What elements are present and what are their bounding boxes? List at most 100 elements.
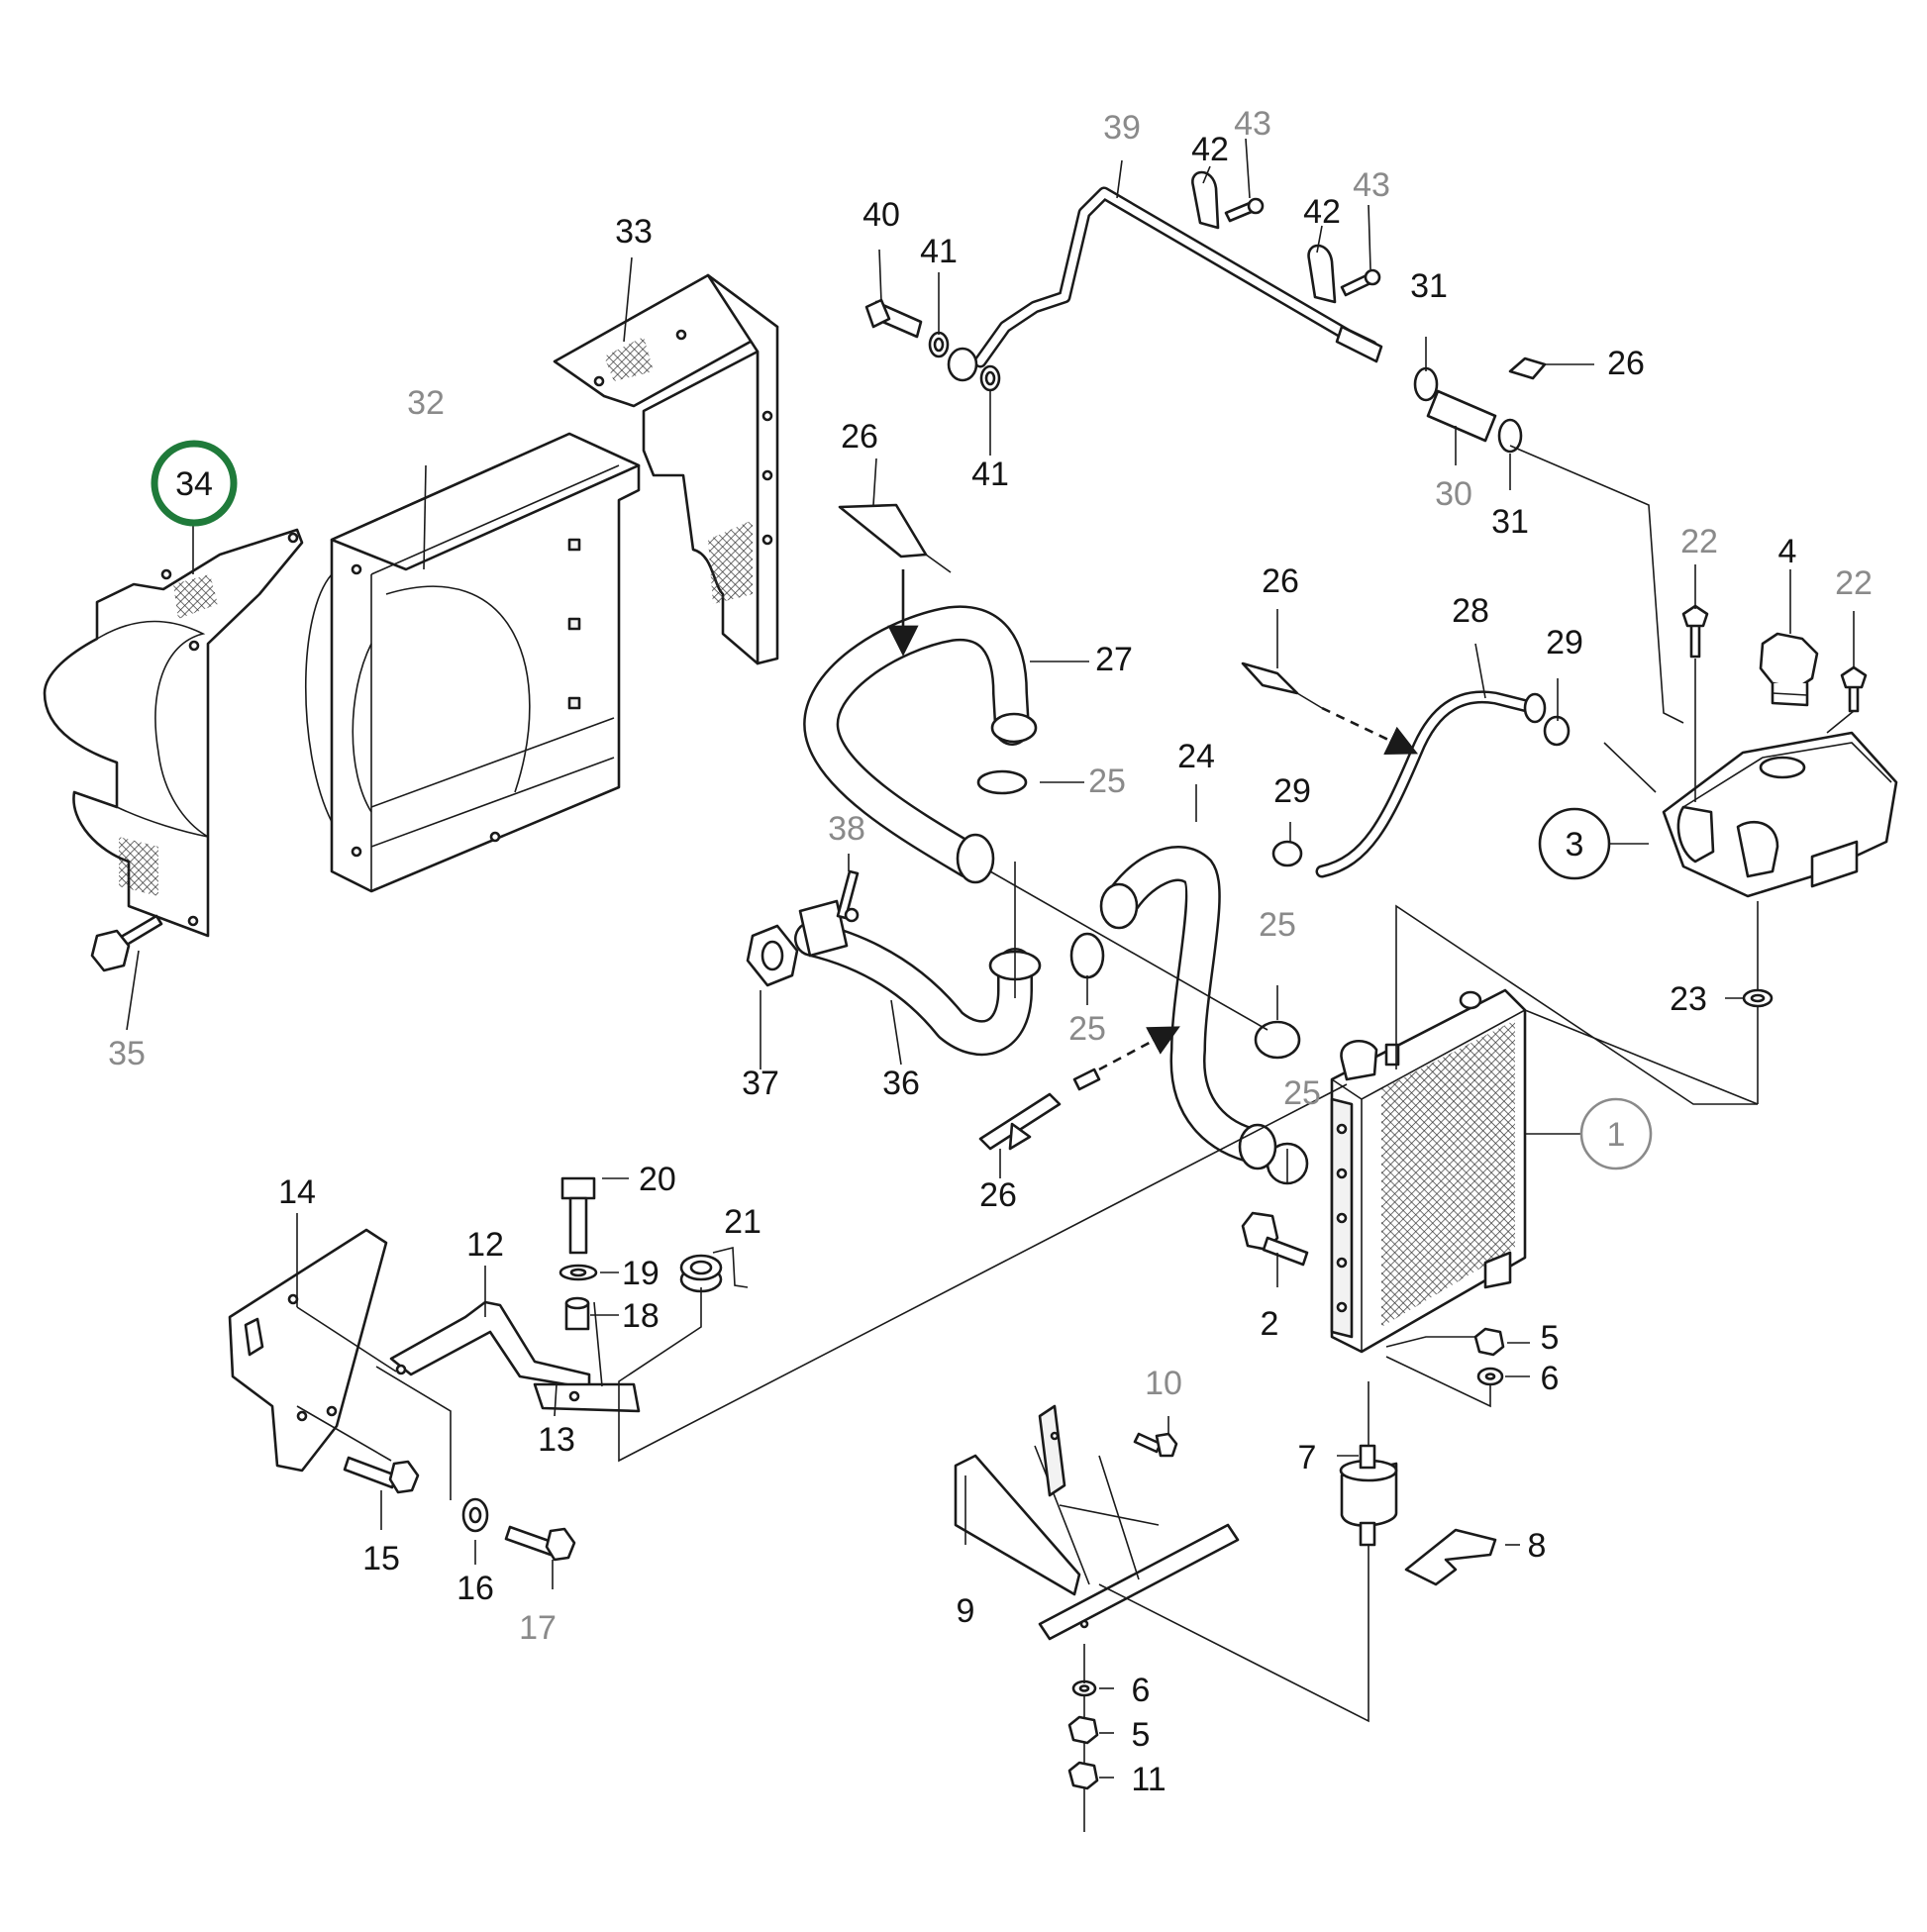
part-31-clamp-upper[interactable] [1413, 366, 1439, 402]
callout-26-left[interactable]: 26 [841, 418, 878, 456]
callout-23[interactable]: 23 [1670, 980, 1707, 1018]
part-8-spacer[interactable] [1404, 1528, 1497, 1586]
callout-8[interactable]: 8 [1528, 1527, 1547, 1565]
part-26-sensor-middle[interactable] [1241, 661, 1323, 709]
part-1-radiator[interactable] [1330, 988, 1527, 1354]
part-31-clamp-lower[interactable] [1497, 418, 1523, 454]
callout-38[interactable]: 38 [828, 810, 865, 848]
callout-29-lower[interactable]: 29 [1273, 772, 1311, 810]
callout-35[interactable]: 35 [108, 1035, 146, 1072]
callout-16[interactable]: 16 [456, 1570, 494, 1607]
callout-25-right-upper[interactable]: 25 [1259, 906, 1296, 944]
callout-37[interactable]: 37 [742, 1065, 779, 1102]
callout-24[interactable]: 24 [1177, 738, 1215, 775]
callout-31-lower[interactable]: 31 [1491, 503, 1529, 541]
part-3-expansion-tank[interactable] [1662, 731, 1898, 898]
callout-14[interactable]: 14 [278, 1173, 316, 1211]
callout-39[interactable]: 39 [1103, 109, 1141, 147]
part-39-pipe[interactable] [973, 186, 1383, 368]
part-14-bracket[interactable] [228, 1228, 388, 1473]
callout-41-upper[interactable]: 41 [920, 233, 958, 270]
part-43-screw-lower[interactable] [1340, 268, 1381, 297]
part-42-clip-lower[interactable] [1307, 244, 1337, 304]
callout-3-circled[interactable]: 3 [1538, 807, 1611, 880]
callout-17[interactable]: 17 [519, 1609, 557, 1647]
part-41-seal-washer-lower[interactable] [979, 364, 1001, 392]
callout-25-middle[interactable]: 25 [1068, 1010, 1106, 1048]
callout-42-upper[interactable]: 42 [1191, 131, 1229, 168]
callout-1-circled[interactable]: 1 [1579, 1097, 1653, 1170]
part-11-nut-bottom[interactable] [1067, 1761, 1099, 1790]
callout-22-right[interactable]: 22 [1835, 564, 1873, 602]
part-21-grommet[interactable] [679, 1254, 723, 1293]
callout-31-upper[interactable]: 31 [1410, 267, 1448, 305]
callout-22-left[interactable]: 22 [1680, 523, 1718, 560]
callout-25-right-lower[interactable]: 25 [1283, 1074, 1321, 1112]
part-2-drain-plug[interactable] [1241, 1211, 1309, 1267]
part-9-lower-bracket[interactable] [954, 1404, 1240, 1641]
callout-40[interactable]: 40 [862, 196, 900, 234]
part-18-nut[interactable] [564, 1296, 590, 1331]
callout-5-bottom[interactable]: 5 [1132, 1716, 1151, 1754]
callout-13[interactable]: 13 [538, 1421, 575, 1459]
part-20-bolt[interactable] [560, 1176, 596, 1255]
callout-28[interactable]: 28 [1452, 592, 1489, 630]
callout-18[interactable]: 18 [622, 1297, 659, 1335]
part-15-bolt[interactable] [343, 1456, 420, 1494]
callout-33[interactable]: 33 [615, 213, 653, 251]
callout-12[interactable]: 12 [466, 1226, 504, 1264]
part-22-bolt-left[interactable] [1681, 604, 1709, 659]
part-27-upper-hose[interactable] [803, 605, 1038, 884]
callout-21[interactable]: 21 [724, 1203, 761, 1241]
callout-10[interactable]: 10 [1145, 1365, 1182, 1402]
callout-19[interactable]: 19 [622, 1255, 659, 1292]
part-16-washer[interactable] [461, 1497, 489, 1533]
part-38-screw[interactable] [836, 869, 860, 923]
part-5-nut-bottom[interactable] [1067, 1715, 1099, 1745]
callout-43-lower[interactable]: 43 [1353, 166, 1390, 204]
callout-7[interactable]: 7 [1298, 1439, 1317, 1476]
part-29-clamp-upper[interactable] [1543, 715, 1571, 747]
callout-25-top[interactable]: 25 [1088, 763, 1126, 800]
callout-9[interactable]: 9 [957, 1592, 975, 1630]
callout-43-upper[interactable]: 43 [1234, 105, 1271, 143]
part-26-sensor-left[interactable] [838, 503, 952, 573]
part-35-bolt[interactable] [90, 914, 163, 972]
part-25-clamp-1[interactable] [976, 769, 1028, 795]
part-17-bolt[interactable] [504, 1525, 576, 1562]
callout-11[interactable]: 11 [1131, 1761, 1166, 1798]
part-41-seal-washer-upper[interactable] [928, 331, 950, 358]
part-13-plate[interactable] [533, 1382, 641, 1413]
part-6-washer-bottom[interactable] [1071, 1679, 1097, 1697]
part-37-gasket[interactable] [746, 924, 799, 987]
part-22-bolt-right[interactable] [1840, 665, 1868, 713]
callout-29-upper[interactable]: 29 [1546, 624, 1583, 661]
callout-26-top-right[interactable]: 26 [1607, 345, 1645, 382]
callout-32[interactable]: 32 [407, 384, 445, 422]
part-7-rubber-mount[interactable] [1339, 1444, 1398, 1547]
callout-20[interactable]: 20 [639, 1161, 676, 1198]
part-6-washer-right[interactable] [1476, 1367, 1504, 1386]
part-33-bracket[interactable] [553, 273, 779, 665]
part-12-bracket-arm[interactable] [389, 1300, 591, 1390]
part-29-clamp-lower[interactable] [1271, 840, 1303, 867]
callout-36[interactable]: 36 [882, 1065, 920, 1102]
callout-42-lower[interactable]: 42 [1303, 193, 1341, 231]
callout-15[interactable]: 15 [362, 1540, 400, 1577]
part-42-clip-upper[interactable] [1191, 170, 1220, 230]
part-40-banjo-bolt[interactable] [864, 298, 923, 339]
part-36-outlet-pipe[interactable] [794, 899, 1042, 1057]
part-19-washer[interactable] [558, 1264, 598, 1281]
part-28-hose[interactable] [1315, 690, 1547, 878]
callout-5-right[interactable]: 5 [1541, 1319, 1560, 1357]
callout-34[interactable]: 34 [175, 465, 213, 503]
part-25-clamp-3[interactable] [1254, 1020, 1301, 1060]
part-25-clamp-2[interactable] [1069, 932, 1105, 979]
callout-6-bottom[interactable]: 6 [1132, 1672, 1151, 1709]
part-26-sensor-bottom[interactable] [978, 1068, 1101, 1151]
part-43-screw-upper[interactable] [1224, 197, 1265, 223]
callout-6-right[interactable]: 6 [1541, 1360, 1560, 1397]
part-26-sensor-top-right[interactable] [1508, 356, 1547, 380]
part-10-screw[interactable] [1133, 1432, 1178, 1458]
callout-26-middle[interactable]: 26 [1262, 562, 1299, 600]
